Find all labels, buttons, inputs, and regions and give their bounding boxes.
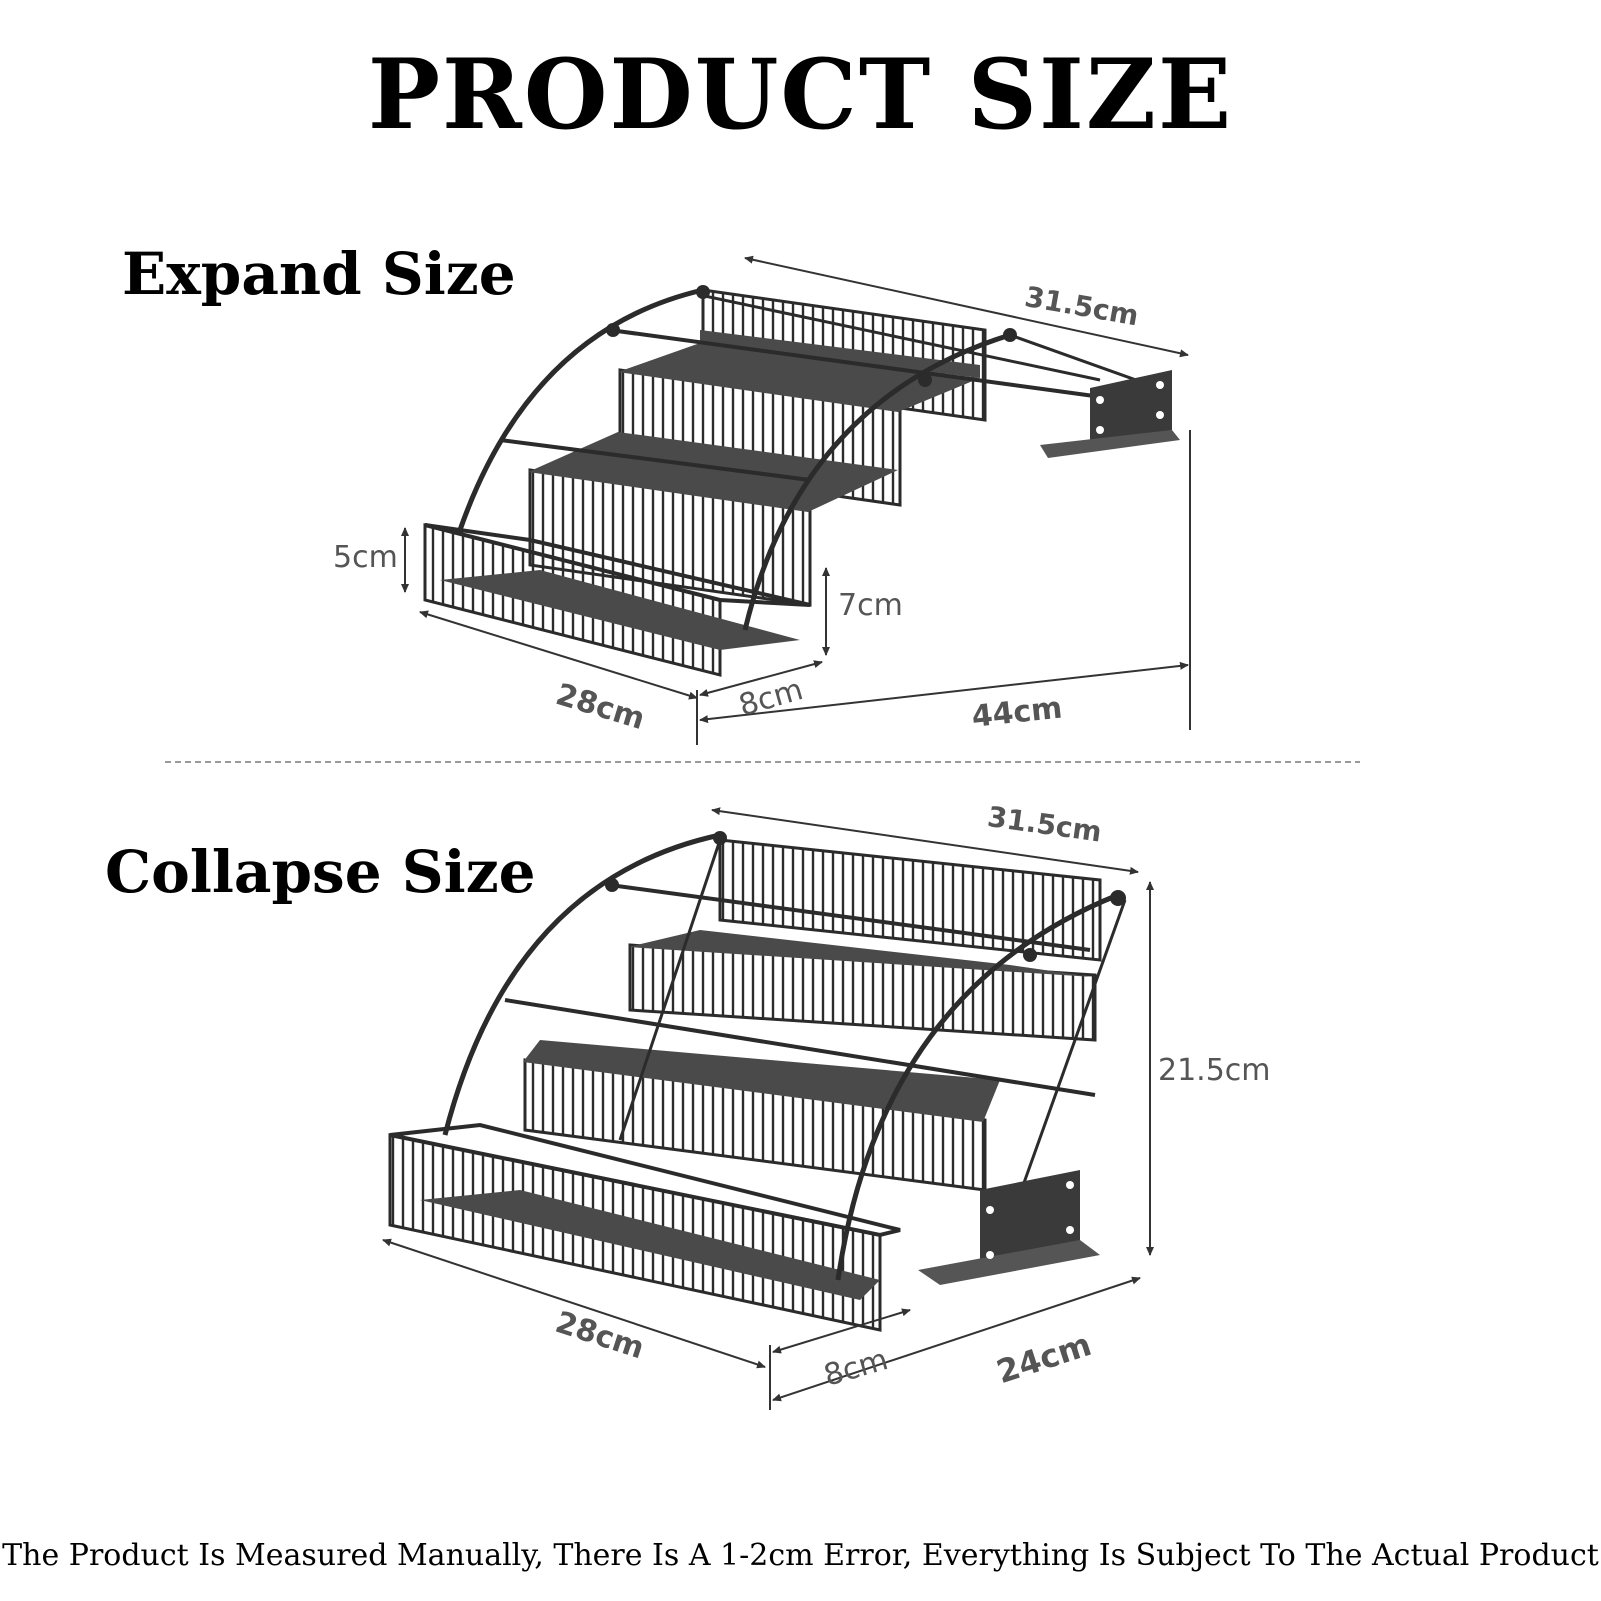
expand-lip-height-label: 5cm [333,540,398,575]
expand-shelf-1 [528,432,898,512]
collapse-height-label: 21.5cm [1158,1053,1271,1088]
measurement-disclaimer: The Product Is Measured Manually, There … [2,1538,1599,1573]
collapse-left-arc [442,832,721,1136]
expand-left-arc [457,287,704,531]
collapse-dimension-lines [382,807,1154,1410]
collapse-shelf-1 [523,1040,1000,1122]
expand-wall-bracket [1090,370,1172,450]
expand-dimension-lines [401,255,1191,745]
collapse-size-heading: Collapse Size [105,838,536,906]
expand-step-height-label: 7cm [838,588,903,623]
expanded-rack-illustration [423,285,1180,677]
page-title: PRODUCT SIZE [367,38,1234,151]
collapse-right-arc [835,892,1119,1281]
expand-size-heading: Expand Size [122,240,516,308]
collapse-shelf-2 [628,930,1093,977]
